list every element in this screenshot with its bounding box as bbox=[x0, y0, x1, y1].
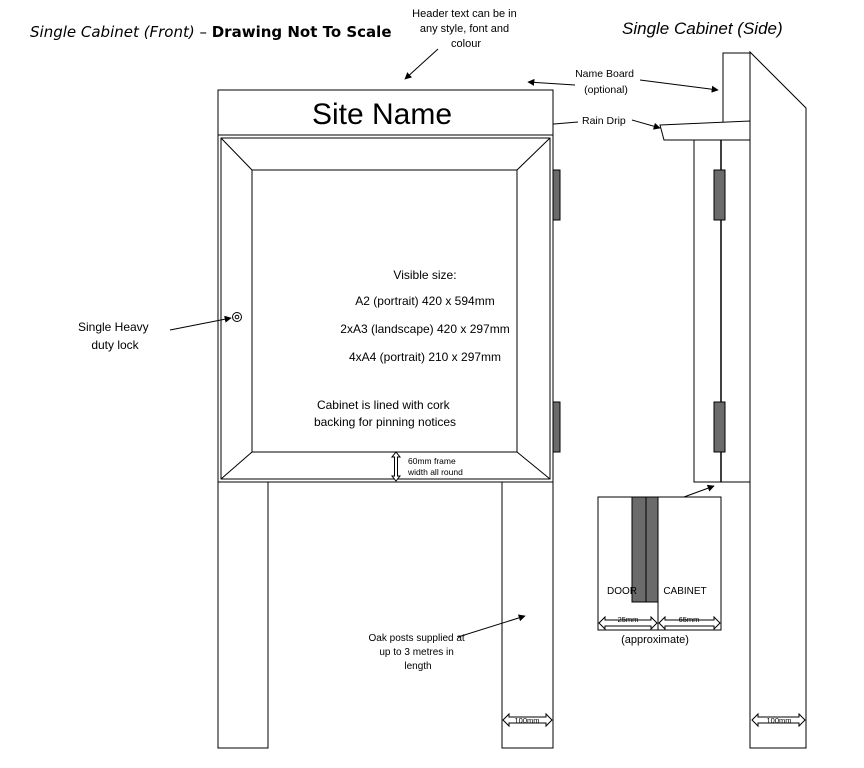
detail-cabinet-label: CABINET bbox=[663, 586, 706, 597]
header-note: Header text can be in any style, font an… bbox=[412, 8, 520, 50]
front-post-width-label: 100mm bbox=[514, 716, 539, 725]
front-title: Single Cabinet (Front) – Drawing Not To … bbox=[30, 23, 392, 41]
side-hinge-bottom bbox=[713, 401, 726, 453]
frame-mitre-bl bbox=[220, 451, 253, 480]
side-post bbox=[749, 50, 807, 749]
visible-size-a4: 4xA4 (portrait) 210 x 297mm bbox=[349, 350, 501, 364]
frame-mitre-tl bbox=[220, 137, 253, 171]
lock-note: Single Heavy duty lock bbox=[78, 320, 152, 352]
detail-cabinet-width: 65mm bbox=[679, 615, 700, 624]
detail-door-width: 25mm bbox=[618, 615, 639, 624]
front-post-width-dimension bbox=[502, 712, 553, 728]
rain-drip-arrow-side bbox=[631, 119, 661, 130]
frame-mitre-tr bbox=[516, 137, 551, 171]
side-rain-drip bbox=[659, 120, 751, 141]
visible-size-a2: A2 (portrait) 420 x 594mm bbox=[355, 294, 494, 308]
name-board-arrow-side bbox=[639, 79, 719, 93]
name-board-note: Name Board (optional) bbox=[575, 68, 637, 96]
header-note-arrow bbox=[404, 48, 439, 80]
side-title: Single Cabinet (Side) bbox=[622, 19, 783, 38]
cork-note: Cabinet is lined with cork backing for p… bbox=[314, 398, 456, 429]
detail-cabinet-dimension bbox=[658, 615, 721, 631]
frame-note: 60mm frame width all round bbox=[407, 456, 463, 477]
frame-width-dimension bbox=[390, 451, 402, 482]
detail-door-label: DOOR bbox=[607, 586, 637, 597]
front-hinge-bottom bbox=[552, 401, 561, 453]
front-post-left bbox=[217, 481, 269, 749]
detail-pointer-arrow bbox=[683, 484, 715, 498]
lock-note-arrow bbox=[169, 315, 232, 331]
site-name: Site Name bbox=[312, 98, 452, 131]
detail-approx-label: (approximate) bbox=[621, 634, 689, 646]
visible-area bbox=[251, 169, 518, 453]
detail-box bbox=[597, 496, 722, 631]
detail-door-dimension bbox=[598, 615, 658, 631]
side-post-width-dimension bbox=[751, 712, 806, 728]
side-post-width-label: 100mm bbox=[766, 716, 791, 725]
front-hinge-top bbox=[552, 169, 561, 221]
posts-note-arrow bbox=[457, 614, 526, 638]
rain-drip-note: Rain Drip bbox=[582, 115, 626, 127]
side-hinge-top bbox=[713, 169, 726, 221]
cabinet-frame-inner-edge bbox=[220, 137, 551, 480]
front-post-right bbox=[501, 481, 554, 749]
lock-icon bbox=[232, 312, 242, 322]
frame-mitre-br bbox=[516, 451, 551, 480]
detail-cabinet-strip bbox=[645, 496, 659, 603]
posts-note: Oak posts supplied at up to 3 metres in … bbox=[369, 633, 468, 672]
name-board-arrow-front bbox=[527, 78, 576, 86]
visible-size-a3: 2xA3 (landscape) 420 x 297mm bbox=[340, 322, 509, 336]
visible-size-heading: Visible size: bbox=[393, 268, 456, 282]
